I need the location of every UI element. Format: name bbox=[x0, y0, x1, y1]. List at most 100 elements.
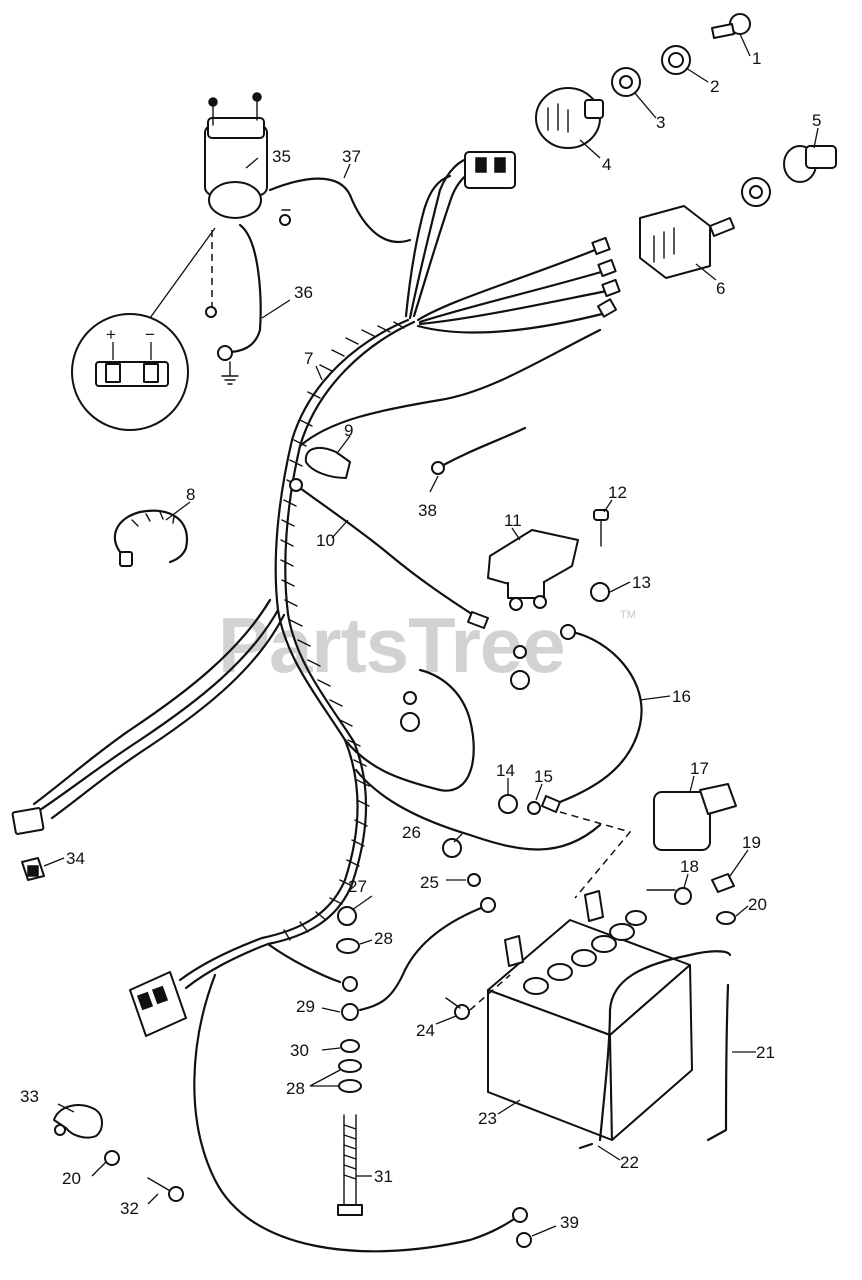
lockwasher bbox=[403, 691, 417, 705]
detail-inset: + − bbox=[71, 227, 216, 431]
callout-37: 37 bbox=[342, 147, 361, 166]
callout-29: 29 bbox=[296, 997, 315, 1016]
nut bbox=[442, 838, 462, 858]
lockwasher bbox=[340, 1039, 360, 1053]
callout-31: 31 bbox=[374, 1167, 393, 1186]
callout-19: 19 bbox=[742, 833, 761, 852]
callout-11: 11 bbox=[504, 511, 522, 530]
callout-26: 26 bbox=[402, 823, 421, 842]
ground-cable bbox=[341, 897, 496, 1021]
ignition-switch bbox=[535, 87, 604, 149]
washer bbox=[338, 1059, 362, 1093]
clamp bbox=[53, 1104, 103, 1139]
washer bbox=[336, 938, 360, 954]
callout-38: 38 bbox=[418, 501, 437, 520]
callout-21: 21 bbox=[756, 1043, 775, 1062]
callout-7: 7 bbox=[304, 349, 313, 368]
callout-30: 30 bbox=[290, 1041, 309, 1060]
callout-15: 15 bbox=[534, 767, 553, 786]
callout-25: 25 bbox=[420, 873, 439, 892]
callout-13: 13 bbox=[632, 573, 651, 592]
callout-14: 14 bbox=[496, 761, 515, 780]
bolt bbox=[337, 1114, 363, 1216]
big-connector bbox=[129, 971, 187, 1037]
callouts: 1 2 3 4 5 6 7 8 9 10 11 12 13 14 15 16 1… bbox=[20, 49, 821, 1232]
lockwasher bbox=[611, 67, 641, 97]
toggle-nut bbox=[741, 177, 771, 207]
callout-20b: 20 bbox=[62, 1169, 81, 1188]
ammeter bbox=[204, 92, 291, 318]
callout-9: 9 bbox=[344, 421, 353, 440]
callout-20: 20 bbox=[748, 895, 767, 914]
connector-34 bbox=[21, 857, 45, 881]
wire-38 bbox=[431, 426, 527, 475]
lockwasher bbox=[527, 801, 541, 815]
key bbox=[711, 13, 751, 39]
ground-wire bbox=[217, 223, 262, 385]
assembly-line bbox=[469, 974, 511, 1011]
battery-strap bbox=[578, 950, 732, 1150]
callout-17: 17 bbox=[690, 759, 709, 778]
solenoid bbox=[487, 529, 579, 611]
callout-34: 34 bbox=[66, 849, 85, 868]
knob bbox=[783, 145, 837, 183]
inset-minus: − bbox=[145, 325, 155, 344]
callout-28: 28 bbox=[374, 929, 393, 948]
callout-1: 1 bbox=[752, 49, 761, 68]
lockwasher bbox=[513, 645, 527, 659]
callout-27: 27 bbox=[348, 877, 367, 896]
callout-4: 4 bbox=[602, 155, 611, 174]
wire-39-end bbox=[512, 1207, 528, 1223]
callout-8: 8 bbox=[186, 485, 195, 504]
washer bbox=[104, 1150, 120, 1166]
callout-24: 24 bbox=[416, 1021, 435, 1040]
callout-32: 32 bbox=[120, 1199, 139, 1218]
callout-2: 2 bbox=[710, 77, 719, 96]
callout-35: 35 bbox=[272, 147, 291, 166]
wing-nut bbox=[711, 873, 735, 893]
watermark-trademark: TM bbox=[620, 609, 636, 621]
cable-tie bbox=[113, 509, 189, 567]
ground-wire-end bbox=[342, 976, 358, 992]
harness-plug bbox=[464, 151, 516, 189]
callout-leaders bbox=[43, 33, 819, 1237]
callout-18: 18 bbox=[680, 857, 699, 876]
callout-3: 3 bbox=[656, 113, 665, 132]
callout-28b: 28 bbox=[286, 1079, 305, 1098]
hold-down-rod bbox=[706, 983, 730, 1142]
lockwasher bbox=[467, 873, 481, 887]
callout-22: 22 bbox=[620, 1153, 639, 1172]
callout-16: 16 bbox=[672, 687, 691, 706]
nut bbox=[510, 670, 530, 690]
callout-23: 23 bbox=[478, 1109, 497, 1128]
inset-plus: + bbox=[106, 325, 116, 344]
cable bbox=[289, 478, 489, 629]
bolt bbox=[445, 997, 470, 1020]
callout-39: 39 bbox=[560, 1213, 579, 1232]
nut bbox=[590, 582, 610, 602]
lockwasher bbox=[516, 1232, 532, 1248]
connector bbox=[11, 807, 45, 835]
toggle-switch bbox=[639, 205, 735, 279]
callout-12: 12 bbox=[608, 483, 627, 502]
screw bbox=[147, 1177, 184, 1202]
screw bbox=[593, 509, 609, 547]
callout-5: 5 bbox=[812, 111, 821, 130]
terminals bbox=[591, 236, 621, 318]
callout-6: 6 bbox=[716, 279, 725, 298]
bolt bbox=[646, 887, 692, 905]
battery bbox=[487, 890, 693, 1141]
battery-cable bbox=[541, 624, 643, 813]
callout-33: 33 bbox=[20, 1087, 39, 1106]
callout-36: 36 bbox=[294, 283, 313, 302]
nut bbox=[400, 712, 420, 732]
nut bbox=[661, 45, 691, 75]
assembly-line bbox=[559, 811, 632, 899]
callout-10: 10 bbox=[316, 531, 335, 550]
nut bbox=[498, 794, 518, 814]
battery-cover bbox=[653, 783, 737, 851]
washer bbox=[716, 911, 736, 925]
boot bbox=[304, 446, 351, 479]
wire-harness bbox=[32, 156, 614, 1253]
